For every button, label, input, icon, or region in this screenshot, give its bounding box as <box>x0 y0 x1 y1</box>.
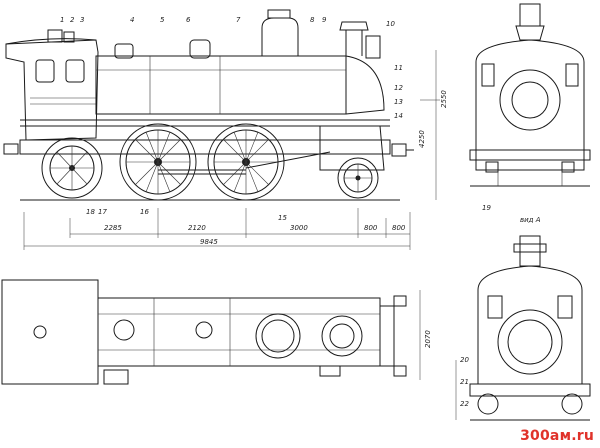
front-view-lower <box>455 235 591 421</box>
side-elevation <box>3 9 414 201</box>
dim-overhang-b: 800 <box>392 224 406 232</box>
driving-wheel-front <box>207 123 285 201</box>
callout-19: 19 <box>482 204 491 212</box>
callout-2: 2 <box>70 16 75 24</box>
side-dimensions <box>23 50 440 250</box>
callout-10: 10 <box>386 20 395 28</box>
callout-17: 17 <box>98 208 107 216</box>
dim-width-top: 2070 <box>424 330 432 348</box>
callout-20: 20 <box>460 356 469 364</box>
dim-wheelbase-a: 2285 <box>104 224 122 232</box>
callout-16: 16 <box>140 208 149 216</box>
callout-4: 4 <box>130 16 134 24</box>
dim-height-total: 4250 <box>418 130 426 148</box>
callout-6: 6 <box>186 16 191 24</box>
callout-8: 8 <box>310 16 315 24</box>
front-view-label: вид А <box>520 216 541 224</box>
callout-1: 1 <box>60 16 64 24</box>
callout-14: 14 <box>394 112 403 120</box>
plan-view <box>1 279 421 385</box>
trailing-wheel <box>41 137 103 199</box>
callout-7: 7 <box>236 16 241 24</box>
lower-callouts: 20 21 22 <box>460 356 469 408</box>
dim-wheelbase-c: 3000 <box>290 224 308 232</box>
callout-11: 11 <box>394 64 403 72</box>
callout-15: 15 <box>278 214 287 222</box>
callout-21: 21 <box>460 378 469 386</box>
callout-5: 5 <box>160 16 165 24</box>
callout-22: 22 <box>460 400 469 408</box>
dim-wheelbase-b: 2120 <box>188 224 206 232</box>
driving-wheel-rear <box>119 123 197 201</box>
callout-9: 9 <box>322 16 327 24</box>
callout-3: 3 <box>80 16 84 24</box>
site-watermark: 300ам.ru <box>520 428 594 444</box>
callout-18: 18 <box>86 208 95 216</box>
dim-overhang-a: 800 <box>364 224 378 232</box>
front-view-upper <box>469 3 591 187</box>
side-callouts: 1 2 3 4 5 6 7 8 9 10 11 12 13 14 15 16 1… <box>60 16 491 222</box>
dim-height-boiler: 2550 <box>440 90 448 108</box>
callout-12: 12 <box>394 84 403 92</box>
leading-wheel <box>337 157 379 199</box>
callout-13: 13 <box>394 98 403 106</box>
dim-total-length: 9845 <box>200 238 218 246</box>
